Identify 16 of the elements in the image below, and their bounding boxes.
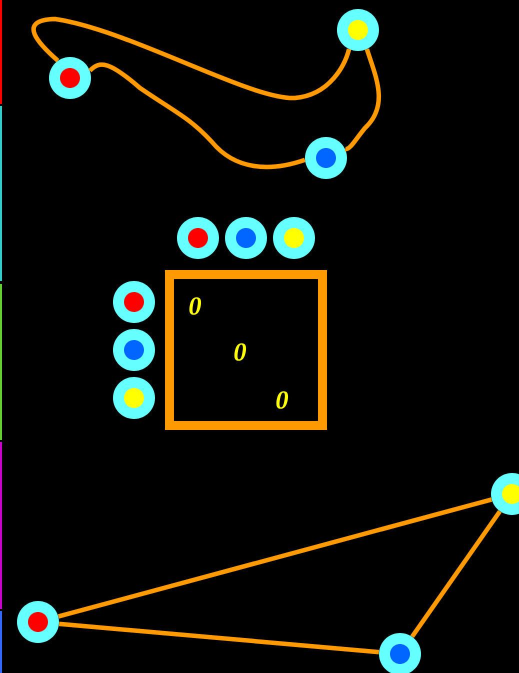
vertex-circle bbox=[113, 281, 155, 323]
graph-edge bbox=[58, 497, 492, 619]
vertex-circle bbox=[113, 329, 155, 371]
graph-edge bbox=[32, 16, 352, 100]
vertex-circle bbox=[49, 57, 91, 99]
vertex-circle bbox=[273, 217, 315, 259]
vertex-circle bbox=[337, 9, 379, 51]
vertex-circle bbox=[225, 217, 267, 259]
vertex-circle bbox=[305, 137, 347, 179]
vertex-circle bbox=[177, 217, 219, 259]
graph-edge bbox=[345, 48, 382, 152]
vertex-circle bbox=[17, 601, 59, 643]
graph-edge bbox=[58, 622, 380, 654]
matrix-box: 0 0 0 bbox=[165, 270, 327, 430]
vertex-circle bbox=[113, 377, 155, 419]
graph-edge bbox=[410, 510, 502, 638]
